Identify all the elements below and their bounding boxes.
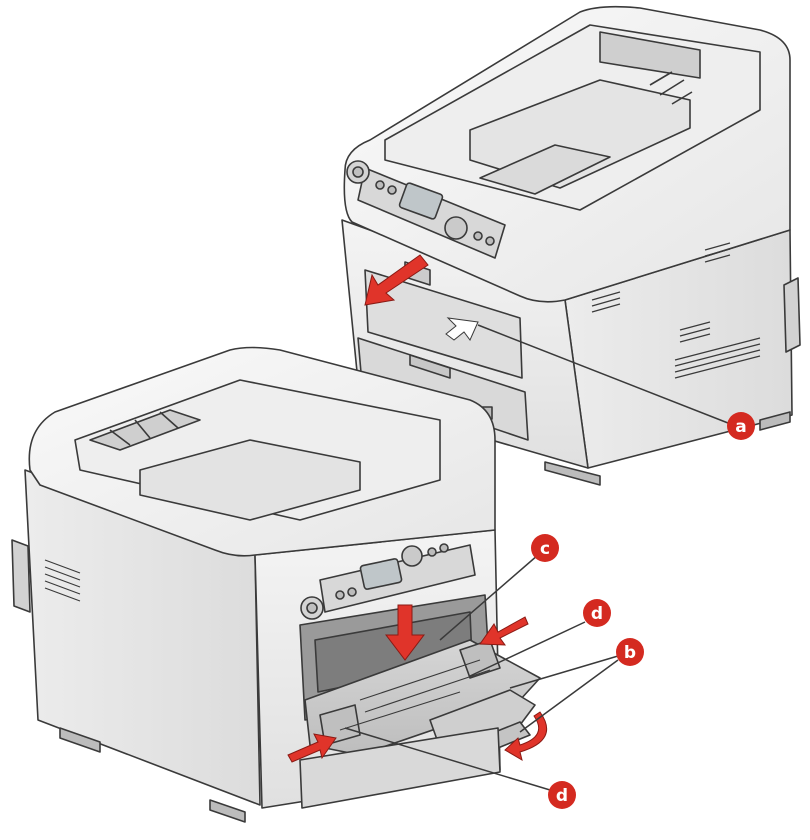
- callout-b: b: [616, 638, 644, 666]
- lower-lcd-display-icon: [359, 558, 403, 590]
- guide-arrow-upper: [479, 616, 529, 646]
- callout-d-upper: d: [583, 599, 611, 627]
- guide-arrow-lower: [287, 733, 337, 763]
- release-arrow-icon: [364, 254, 429, 306]
- push-arrow-icon: [384, 604, 426, 661]
- door-marker-arrow: [445, 317, 479, 341]
- lower-printer-paper-cassette[interactable]: [299, 727, 501, 809]
- callout-b-label: b: [624, 643, 636, 663]
- callout-d-lower: d: [548, 781, 576, 809]
- upper-printer-side-vents: [591, 242, 761, 379]
- callout-c: c: [531, 534, 559, 562]
- leader-line-b2: [519, 659, 619, 733]
- callout-a-label: a: [735, 417, 746, 437]
- leader-line-d-lower: [344, 727, 551, 791]
- leader-line-b1: [509, 655, 619, 689]
- callout-d-upper-label: d: [591, 604, 603, 624]
- lcd-display-icon: [398, 182, 444, 220]
- mp-tray-door[interactable]: [364, 269, 523, 379]
- leader-line-c: [439, 554, 539, 641]
- callout-a: a: [727, 412, 755, 440]
- rotate-arrow-icon: [504, 711, 548, 762]
- callout-d-lower-label: d: [556, 786, 568, 806]
- lower-arrow-key-pad-icon: [401, 545, 423, 567]
- paper-guide-left[interactable]: [319, 704, 361, 746]
- lower-printer: [11, 346, 541, 823]
- arrow-key-pad-icon: [444, 216, 468, 240]
- upper-printer-exit-rollers: [599, 31, 701, 79]
- callout-c-label: c: [540, 539, 550, 559]
- leader-line-d-upper: [469, 621, 586, 677]
- leader-line-a: [477, 324, 729, 424]
- upper-printer-side-handle: [783, 277, 801, 353]
